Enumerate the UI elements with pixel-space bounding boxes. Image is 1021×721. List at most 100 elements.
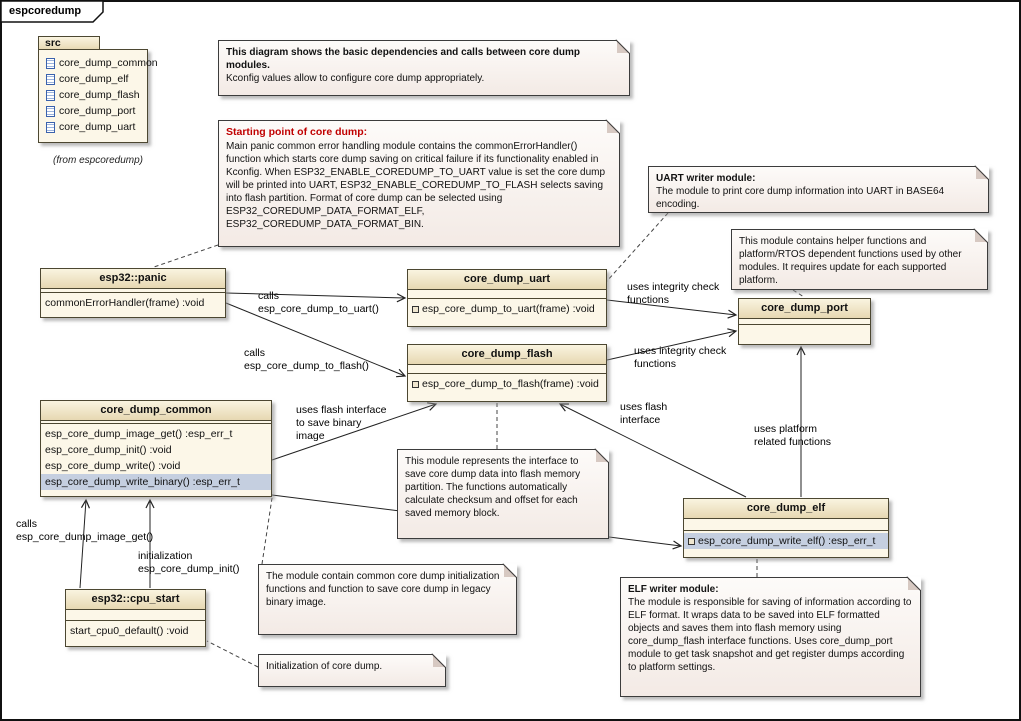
anchor-commonnote-common	[261, 497, 273, 565]
package-item[interactable]: core_dump_common	[39, 55, 158, 71]
member-anchor-icon	[412, 305, 419, 313]
package-src-tab[interactable]: src	[38, 36, 100, 50]
method-label: esp_core_dump_to_uart(frame) :void	[422, 302, 595, 315]
method-selected[interactable]: esp_core_dump_write_elf() :esp_err_t	[684, 533, 888, 549]
edge-panic-to-flash	[225, 302, 407, 378]
note-flash-interface[interactable]: This module represents the interface to …	[397, 449, 609, 539]
package-item[interactable]: core_dump_uart	[39, 119, 147, 135]
method: esp_core_dump_write() :void	[45, 459, 181, 472]
note-starting-point[interactable]: Starting point of core dump: Main panic …	[218, 120, 620, 247]
note-body: This module contains helper functions an…	[739, 236, 962, 286]
class-esp32-cpu-start[interactable]: esp32::cpu_start start_cpu0_default() :v…	[65, 589, 206, 647]
edge-uart-to-port	[606, 299, 738, 319]
method-label: esp_core_dump_write_elf() :esp_err_t	[698, 534, 876, 547]
package-item-label: core_dump_uart	[59, 121, 136, 133]
class-attributes-compartment	[66, 610, 205, 621]
edge-elf-to-flash	[558, 403, 747, 498]
class-esp32-panic[interactable]: esp32::panic commonErrorHandler(frame) :…	[40, 268, 226, 318]
edge-label-uses-flash: uses flash interface	[620, 401, 668, 426]
anchor-initnote-cpustart	[206, 640, 259, 668]
note-body: This module represents the interface to …	[405, 456, 581, 519]
file-icon	[46, 105, 55, 117]
member-anchor-icon	[688, 537, 695, 545]
method: commonErrorHandler(frame) :void	[45, 296, 205, 309]
class-operations-compartment: esp_core_dump_to_uart(frame) :void	[408, 299, 606, 326]
class-operations-compartment	[739, 325, 870, 344]
member-anchor-icon	[412, 380, 419, 388]
note-anchor-edges	[153, 212, 805, 668]
edge-flash-to-port	[606, 328, 738, 361]
edge-label-flash-save: uses flash interface to save binary imag…	[296, 404, 387, 442]
class-operations-compartment: commonErrorHandler(frame) :void	[41, 293, 225, 317]
class-core-dump-common[interactable]: core_dump_common esp_core_dump_image_get…	[40, 400, 272, 497]
package-from-label: (from espcoredump)	[52, 155, 144, 166]
package-item-label: core_dump_port	[59, 105, 136, 117]
class-attributes-compartment	[684, 519, 888, 531]
note-body: Main panic common error handling module …	[226, 141, 606, 230]
class-title: core_dump_common	[41, 401, 271, 421]
dependency-edges	[79, 292, 806, 589]
edge-label-initialization: initialization esp_core_dump_init()	[138, 550, 240, 575]
note-overview[interactable]: This diagram shows the basic dependencie…	[218, 40, 630, 96]
class-title: core_dump_elf	[684, 499, 888, 519]
class-operations-compartment: start_cpu0_default() :void	[66, 621, 205, 646]
class-core-dump-uart[interactable]: core_dump_uart esp_core_dump_to_uart(fra…	[407, 269, 607, 327]
edge-label-calls-uart: calls esp_core_dump_to_uart()	[258, 290, 379, 315]
class-attributes-compartment	[408, 365, 606, 374]
note-body: The module is responsible for saving of …	[628, 597, 912, 673]
class-operations-compartment: esp_core_dump_to_flash(frame) :void	[408, 374, 606, 401]
method: start_cpu0_default() :void	[70, 624, 189, 637]
class-core-dump-elf[interactable]: core_dump_elf esp_core_dump_write_elf() …	[683, 498, 889, 558]
class-title: esp32::cpu_start	[66, 590, 205, 610]
method-selected[interactable]: esp_core_dump_write_binary() :esp_err_t	[41, 474, 271, 490]
package-item[interactable]: core_dump_elf	[39, 71, 147, 87]
edge-panic-to-uart	[225, 292, 407, 303]
class-operations-compartment: esp_core_dump_image_get() :esp_err_t esp…	[41, 424, 271, 496]
edge-cpustart-to-common-imageget	[79, 498, 91, 589]
package-src-body[interactable]: core_dump_common core_dump_elf core_dump…	[38, 49, 158, 143]
anchor-uartnote-uart	[606, 212, 669, 282]
class-title: core_dump_flash	[408, 345, 606, 365]
class-core-dump-flash[interactable]: core_dump_flash esp_core_dump_to_flash(f…	[407, 344, 607, 402]
note-body: The module to print core dump informatio…	[656, 186, 945, 210]
class-attributes-compartment	[408, 290, 606, 299]
anchor-startingpoint-panic	[153, 244, 219, 268]
method: esp_core_dump_image_get() :esp_err_t	[45, 427, 233, 440]
note-body: The module contain common core dump init…	[266, 571, 500, 608]
note-body: Kconfig values allow to configure core d…	[226, 73, 485, 84]
method-label: esp_core_dump_to_flash(frame) :void	[422, 377, 599, 390]
class-attributes-compartment	[41, 289, 225, 293]
class-operations-compartment: esp_core_dump_write_elf() :esp_err_t	[684, 531, 888, 557]
package-item-label: core_dump_common	[59, 57, 158, 69]
file-icon	[46, 73, 55, 85]
class-attributes-compartment	[739, 319, 870, 325]
frame-tab-shape	[0, 0, 104, 23]
method: esp_core_dump_to_flash(frame) :void	[408, 376, 606, 392]
class-attributes-compartment	[41, 421, 271, 424]
edge-label-platform-funcs: uses platform related functions	[754, 423, 832, 448]
package-item-label: core_dump_elf	[59, 73, 129, 85]
package-item[interactable]: core_dump_port	[39, 103, 147, 119]
file-icon	[46, 121, 55, 133]
package-item-label: core_dump_flash	[59, 89, 140, 101]
note-elf-writer[interactable]: ELF writer module: The module is respons…	[620, 577, 921, 697]
class-title: esp32::panic	[41, 269, 225, 289]
note-initialization[interactable]: Initialization of core dump.	[258, 654, 446, 687]
note-platform[interactable]: This module contains helper functions an…	[731, 229, 988, 290]
frame-tab-label: espcoredump	[9, 5, 82, 17]
file-icon	[46, 89, 55, 101]
method: esp_core_dump_to_uart(frame) :void	[408, 301, 606, 317]
anchor-platformnote-port	[792, 289, 805, 298]
package-item[interactable]: core_dump_flash	[39, 87, 147, 103]
edge-label-calls-flash: calls esp_core_dump_to_flash()	[244, 347, 369, 372]
note-common-module[interactable]: The module contain common core dump init…	[258, 564, 517, 635]
note-uart-writer[interactable]: UART writer module: The module to print …	[648, 166, 989, 213]
note-title: This diagram shows the basic dependencie…	[226, 47, 580, 71]
note-title: Starting point of core dump:	[226, 126, 368, 138]
class-core-dump-port[interactable]: core_dump_port	[738, 298, 871, 345]
class-title: core_dump_port	[739, 299, 870, 319]
edge-label-integrity-uart: uses integrity check functions	[627, 281, 720, 306]
note-body: Initialization of core dump.	[266, 661, 383, 672]
